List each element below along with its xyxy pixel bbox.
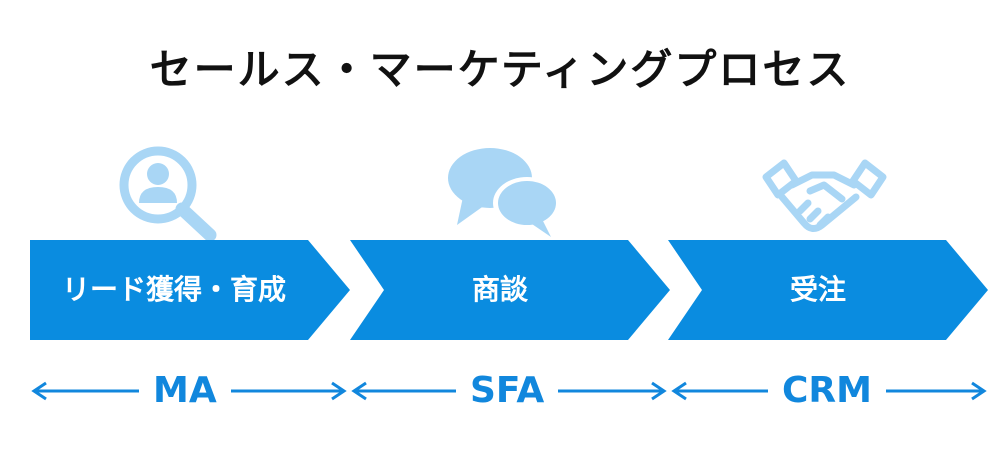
stage-label: 商談 (471, 273, 528, 306)
range-crm: CRM (670, 366, 988, 416)
range-label: MA (139, 366, 231, 416)
search-person-icon (112, 145, 222, 242)
stage-arrow-shape (668, 240, 988, 340)
range-label: SFA (456, 366, 559, 416)
stage-negotiation: 商談 (350, 240, 672, 340)
stage-arrow-shape (350, 240, 670, 340)
range-label: CRM (768, 366, 886, 416)
stage-order: 受注 (668, 240, 990, 340)
stage-label: リード獲得・育成 (61, 273, 286, 306)
range-sfa: SFA (350, 366, 668, 416)
stage-lead-acquisition: リード獲得・育成 (30, 240, 352, 340)
stage-arrow-shape (30, 240, 350, 340)
diagram-title: セールス・マーケティングプロセス (149, 45, 851, 94)
stage-label: 受注 (789, 273, 846, 306)
handshake-icon (762, 155, 887, 240)
range-ma: MA (30, 366, 348, 416)
chat-bubbles-icon (445, 145, 565, 240)
